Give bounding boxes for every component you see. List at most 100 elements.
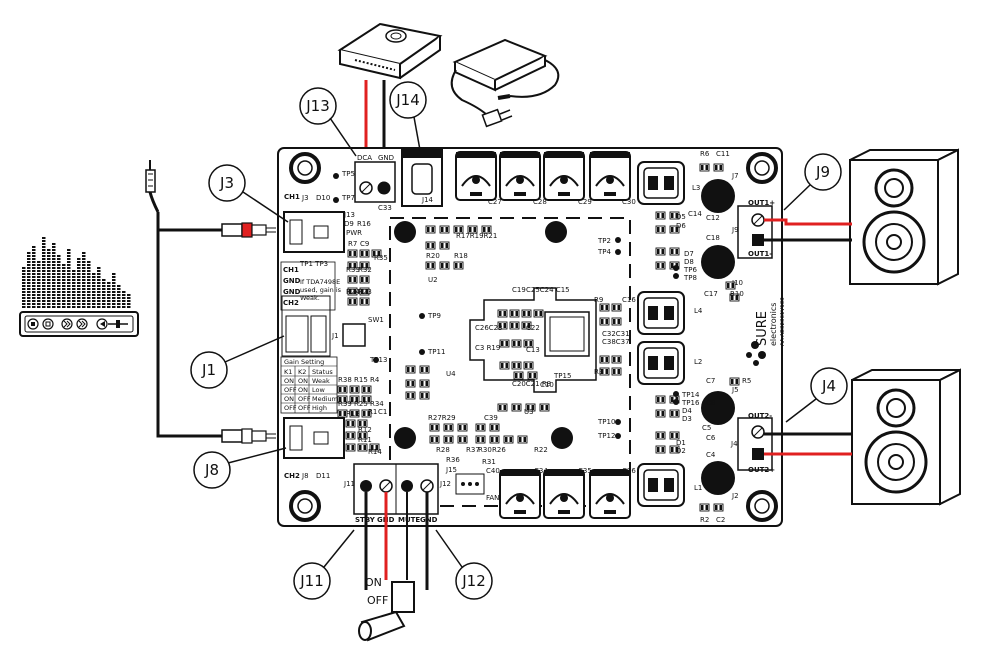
gain-cell: OFF xyxy=(284,386,297,394)
label-tp6: TP6 xyxy=(683,266,697,274)
label-c26c23: C26C23 xyxy=(475,324,503,332)
label-tp12: TP12 xyxy=(597,432,615,440)
terminal-j9 xyxy=(737,205,773,259)
label-l4: L4 xyxy=(694,307,703,315)
capacitor-row-top xyxy=(455,151,631,201)
brand-text: SURE electronics AA-AB32361V133 xyxy=(755,297,786,346)
label-r23: R23 xyxy=(358,288,372,296)
callout-j13: J13 xyxy=(299,87,357,157)
label-out1-minus: OUT1- xyxy=(748,250,772,258)
label-c11: C11 xyxy=(716,150,730,158)
rca-plug-ch1 xyxy=(221,222,276,238)
gain-cell: ON xyxy=(298,377,308,385)
label-mute: MUTE xyxy=(398,516,420,524)
label-j10: J10 xyxy=(731,279,743,287)
label-c2: C2 xyxy=(716,516,725,524)
callout-j3: J3 xyxy=(208,164,289,223)
label-j2: J2 xyxy=(731,492,739,500)
label-c27: C27 xyxy=(488,198,502,206)
player-controls-icon xyxy=(27,318,128,330)
label-c16: C16 xyxy=(622,296,636,304)
label-ch1: CH1 xyxy=(284,193,300,201)
label-ch2: CH2 xyxy=(284,472,300,480)
label-r1: R1 xyxy=(368,408,377,416)
audio-jack-cable xyxy=(145,160,225,438)
label-c25c24c15: C25C24 C15 xyxy=(526,286,570,294)
label-c36: C36 xyxy=(622,467,636,475)
label-c33: C33 xyxy=(378,204,392,212)
speaker-bottom-icon xyxy=(851,368,961,506)
label-tp9: TP9 xyxy=(427,312,441,320)
label-r6: R6 xyxy=(700,150,710,158)
callout-j12: J12 xyxy=(435,529,493,600)
label-r38r15r4: R38 R15 R4 xyxy=(338,376,380,384)
callout-j1: J1 xyxy=(190,335,285,389)
dc-jack-j14 xyxy=(401,149,443,207)
label-r36: R36 xyxy=(446,456,460,464)
label-r14: R14 xyxy=(368,448,382,456)
label-tp15: TP15 xyxy=(553,372,571,380)
label-c12: C12 xyxy=(706,214,720,222)
label-r17r19r21: R17R19R21 xyxy=(456,232,497,240)
callout-j11-text: J11 xyxy=(299,572,324,590)
label-d4: D4 xyxy=(682,407,692,415)
label-c4: C4 xyxy=(706,451,716,459)
label-u2: U2 xyxy=(428,276,438,284)
label-sure: SURE xyxy=(755,311,770,346)
callout-j8-text: J8 xyxy=(204,461,219,479)
label-sw1: SW1 xyxy=(368,316,384,324)
label-r26: R26 xyxy=(492,446,506,454)
gain-cell: OFF xyxy=(298,395,311,403)
power-adapter-icon xyxy=(450,38,560,128)
label-r24: R24 xyxy=(346,288,360,296)
label-d11: D11 xyxy=(316,472,330,480)
label-j3-silk: J3 xyxy=(301,194,309,202)
gain-cell: ON xyxy=(284,395,294,403)
label-c29: C29 xyxy=(578,198,592,206)
label-tp5: TP5 xyxy=(341,170,355,178)
label-r35: R35 xyxy=(374,254,388,262)
gain-header-status: Status xyxy=(312,368,333,376)
label-d3: D3 xyxy=(682,415,692,423)
label-tp1-tp3: TP1 TP3 xyxy=(299,260,328,268)
audio-player-icon xyxy=(19,237,139,337)
label-r3: R3 xyxy=(594,368,603,376)
label-j13-silk: J13 xyxy=(343,211,355,219)
label-c14: C14 xyxy=(688,210,702,218)
note-line2: used, gain is xyxy=(300,286,342,294)
label-out2-plus: OUT2+ xyxy=(748,466,775,474)
label-tp10: TP10 xyxy=(597,418,615,426)
equalizer-bars-icon xyxy=(22,237,131,308)
gain-cell: Low xyxy=(312,386,325,394)
callout-j9-text: J9 xyxy=(815,163,830,181)
label-c3r19: C3 R19 xyxy=(475,344,500,352)
callout-j4: J4 xyxy=(785,367,848,423)
note-line3: Weak. xyxy=(300,294,320,302)
label-c28: C28 xyxy=(533,198,547,206)
label-r10: R10 xyxy=(730,290,744,298)
label-c18: C18 xyxy=(706,234,720,242)
label-tp4: TP4 xyxy=(597,248,611,256)
label-c40: C40 xyxy=(486,467,500,475)
callout-j13-text: J13 xyxy=(305,97,330,115)
label-out1-plus: OUT1+ xyxy=(748,199,775,207)
switch-off-label: OFF xyxy=(367,594,388,607)
inductor-column xyxy=(637,161,685,507)
label-d6: D6 xyxy=(676,222,686,230)
gain-table-grid xyxy=(280,261,338,414)
switching-power-supply-icon xyxy=(337,22,443,80)
terminal-j4 xyxy=(737,417,773,471)
label-r32: R32 xyxy=(358,266,372,274)
label-c9: C9 xyxy=(360,240,369,248)
trimmer-potentiometer xyxy=(394,221,573,449)
label-tp14: TP14 xyxy=(681,391,700,399)
label-j12-silk: J12 xyxy=(439,480,451,488)
label-c32c31: C32C31 xyxy=(602,330,630,338)
label-tp16: TP16 xyxy=(681,399,700,407)
label-gnd-side1: GND xyxy=(283,277,301,285)
label-r27r29: R27R29 xyxy=(428,414,456,422)
gain-cell: OFF xyxy=(298,404,311,412)
label-tp8: TP8 xyxy=(683,274,697,282)
label-d8: D8 xyxy=(684,258,694,266)
speaker-top-icon xyxy=(849,148,959,286)
